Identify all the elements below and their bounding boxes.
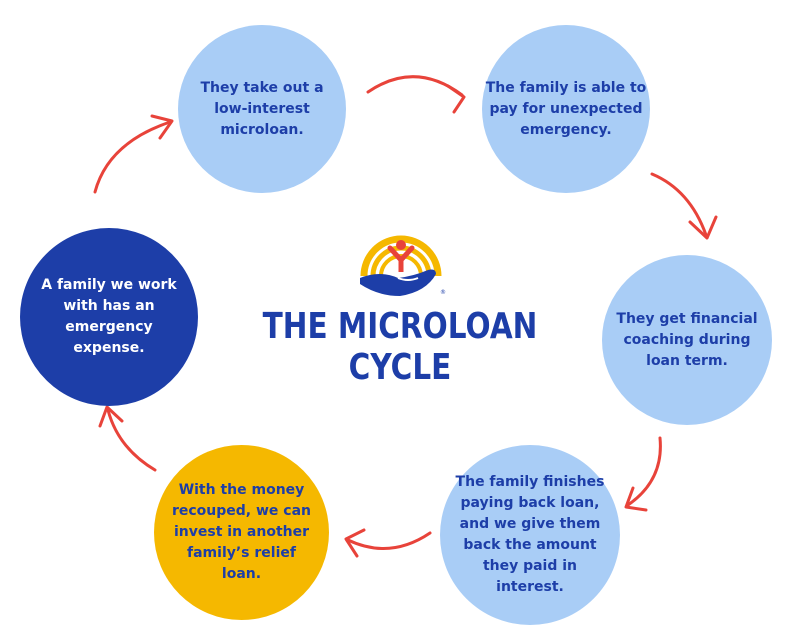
step-text: The family finishes paying back loan, an…: [455, 474, 605, 595]
arrowhead-step5-to-step6: [98, 405, 124, 428]
step-emergency-expense: A family we work with has an emergency e…: [20, 228, 198, 406]
arrowhead-step3-to-step4: [624, 486, 648, 512]
step-take-microloan: They take out a low-interest microloan.: [178, 25, 346, 193]
arrow-step6-to-step1: [93, 120, 172, 194]
diagram-title: THE MICROLOAN CYCLE: [262, 306, 538, 388]
step-text: With the money recouped, we can invest i…: [171, 482, 312, 582]
arrow-step5-to-step6: [106, 408, 157, 472]
arrow-step4-to-step5: [346, 531, 432, 550]
registered-mark: ®: [440, 289, 446, 296]
step-pay-emergency: The family is able to pay for unexpected…: [482, 25, 650, 193]
step-pay-back-loan: The family finishes paying back loan, an…: [440, 445, 620, 625]
united-way-logo-icon: ®: [360, 235, 446, 296]
arrowhead-step6-to-step1: [150, 114, 174, 140]
arrowhead-step4-to-step5: [344, 528, 366, 558]
step-text: They take out a low-interest microloan.: [200, 79, 324, 138]
step-reinvest: With the money recouped, we can invest i…: [154, 445, 329, 620]
arrow-step3-to-step4: [626, 436, 662, 507]
step-text: They get financial coaching during loan …: [616, 310, 758, 369]
step-financial-coaching: They get financial coaching during loan …: [602, 255, 772, 425]
step-text: The family is able to pay for unexpected…: [485, 79, 647, 138]
step-text: A family we work with has an emergency e…: [41, 277, 177, 356]
arrow-step2-to-step3: [650, 172, 708, 237]
arrowhead-step1-to-step2: [446, 84, 466, 114]
arrowhead-step2-to-step3: [688, 215, 718, 240]
